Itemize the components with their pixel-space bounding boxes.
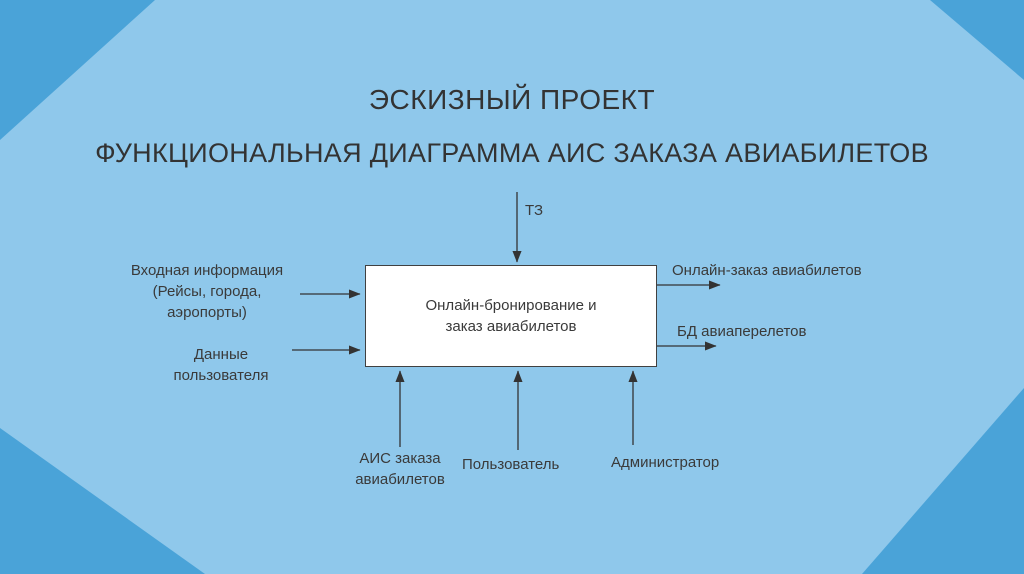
input-label-2-line2: пользователя: [173, 367, 269, 384]
output-label-1: Онлайн-заказ авиабилетов: [672, 262, 862, 279]
input-label-1-line3: аэропорты): [167, 304, 247, 321]
slide-title: ЭСКИЗНЫЙ ПРОЕКТ: [368, 84, 656, 115]
process-box-label-line2: заказ авиабилетов: [445, 318, 577, 335]
mechanism-label-1-line2: авиабилетов: [355, 471, 445, 488]
mechanism-label-1-line1: АИС заказа: [359, 450, 441, 467]
input-label-1-line1: Входная информация: [130, 262, 284, 279]
mechanism-label-3: Администратор: [611, 454, 720, 471]
input-label-1: Входная информация (Рейсы, города, аэроп…: [112, 260, 302, 323]
process-box: Онлайн-бронирование и заказ авиабилетов: [365, 265, 657, 367]
process-box-label-line1: Онлайн-бронирование и: [425, 297, 597, 314]
input-label-1-line2: (Рейсы, города,: [152, 283, 262, 300]
output-label-2: БД авиаперелетов: [677, 323, 807, 340]
input-label-2: Данные пользователя: [155, 344, 287, 386]
mechanism-label-1: АИС заказа авиабилетов: [325, 448, 475, 490]
input-label-2-line1: Данные: [193, 346, 249, 363]
slide-subtitle: ФУНКЦИОНАЛЬНАЯ ДИАГРАММА АИС ЗАКАЗА АВИА…: [95, 138, 929, 168]
control-label: ТЗ: [525, 202, 544, 219]
mechanism-label-2: Пользователь: [462, 456, 560, 473]
